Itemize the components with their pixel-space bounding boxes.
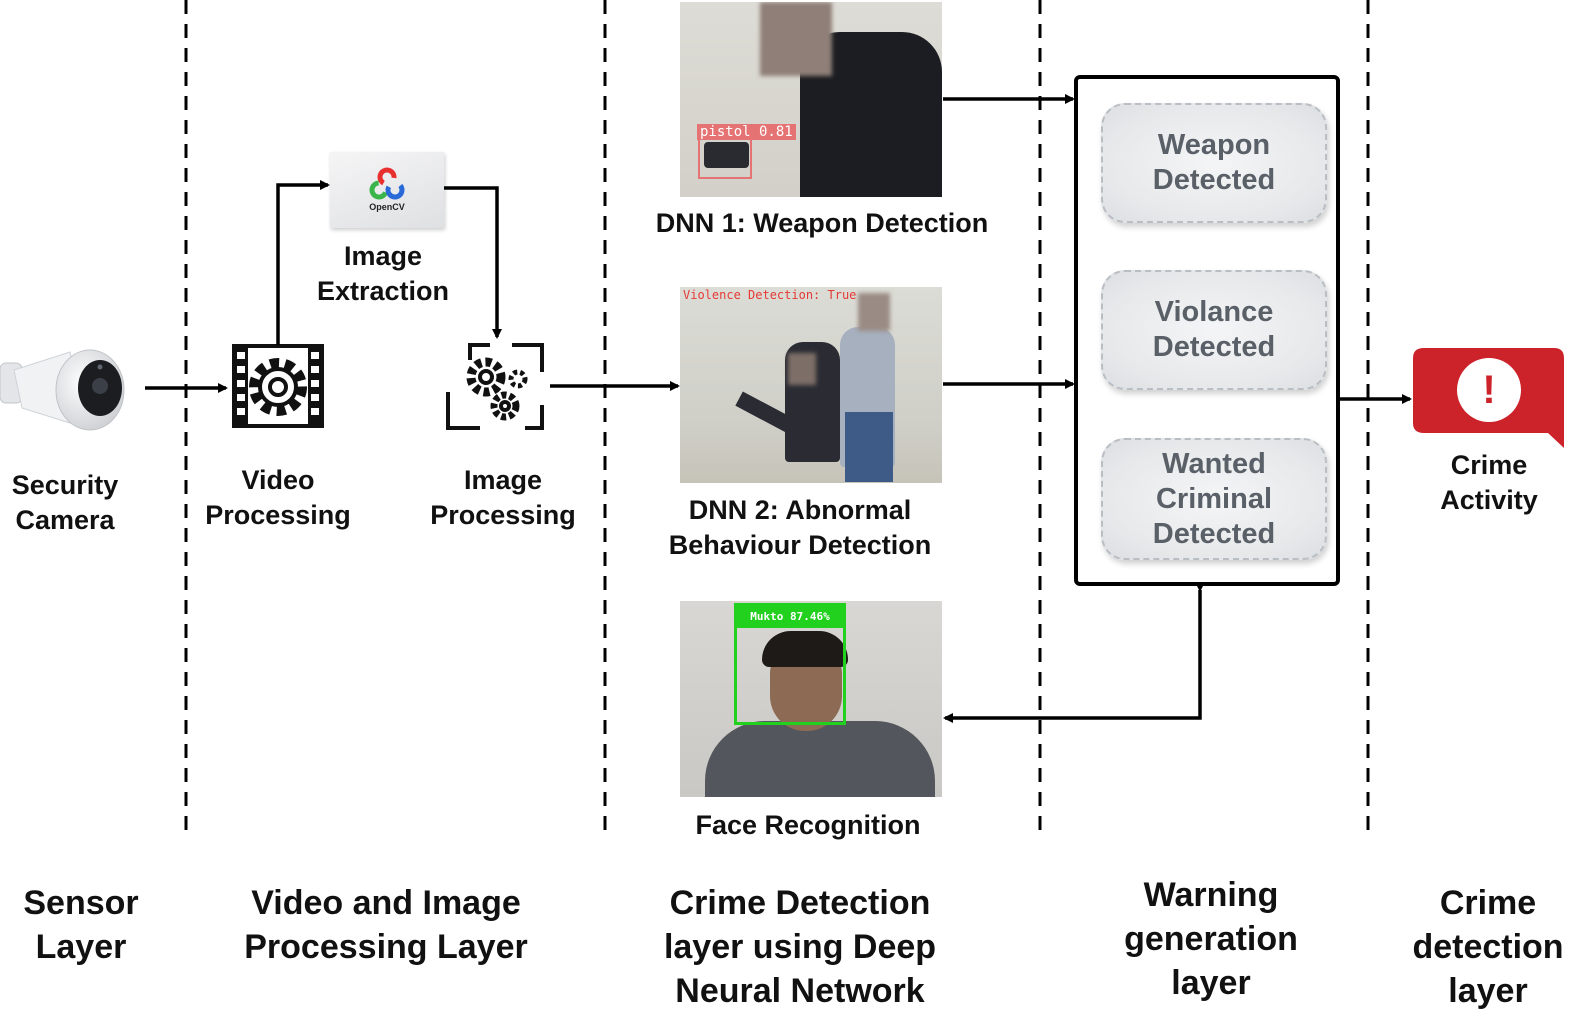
warning-violence-detected: Violance Detected — [1101, 270, 1327, 390]
video-processing-icon — [232, 344, 324, 428]
layer-title-sensor-line1: Sensor — [23, 884, 139, 922]
layer-separators — [184, 0, 1370, 835]
arrow-warning-face-bidirectional — [943, 582, 1205, 723]
face-recognition-label: Face Recognition — [695, 810, 921, 840]
dnn1-label: DNN 1: Weapon Detection — [655, 208, 989, 238]
crime-activity-label: Crime Activity — [1440, 448, 1538, 518]
layer-title-dnn-line3: Neural Network — [675, 972, 925, 1010]
opencv-logo-icon — [369, 167, 405, 200]
flow-arrows — [145, 94, 1412, 723]
image-processing-icon — [446, 343, 544, 430]
face-recognition-image: Mukto 87.46% — [680, 601, 942, 797]
layer-title-warning-line3: layer — [1171, 964, 1251, 1002]
dnn2-label: DNN 2: Abnormal Behaviour Detection — [669, 493, 932, 563]
opencv-logo-text: OpenCV — [369, 202, 405, 212]
warning-container — [1074, 75, 1340, 586]
arrow-video-to-extraction — [276, 180, 330, 345]
opencv-logo-card: OpenCV — [330, 152, 444, 228]
crime-alert-icon — [1413, 348, 1564, 448]
layer-title-warning-generation: Warning generation layer — [1124, 873, 1298, 1005]
layer-title-crime-line2: detection — [1412, 928, 1564, 966]
warning-criminal-line1: Wanted — [1162, 447, 1266, 480]
weapon-detection-image: pistol 0.81 — [680, 2, 942, 197]
video-processing-label: Video Processing — [205, 463, 351, 533]
layer-title-dnn-line2: layer using Deep — [663, 928, 937, 966]
layer-title-crime-line1: Crime — [1439, 884, 1537, 922]
warning-wanted-criminal-detected: Wanted Criminal Detected — [1101, 438, 1327, 560]
dnn2-label-line2: Behaviour Detection — [668, 530, 932, 560]
violence-overlay-label: Violence Detection: True — [683, 288, 857, 302]
image-processing-label-line1: Image — [463, 465, 543, 495]
arrow-extraction-to-processing — [444, 186, 502, 339]
warning-violence-line1: Violance — [1154, 296, 1274, 328]
image-extraction-label: Image Extraction — [317, 239, 449, 309]
image-processing-label: Image Processing — [430, 463, 576, 533]
warning-weapon-line2: Detected — [1152, 164, 1276, 196]
video-processing-label-line1: Video — [241, 465, 315, 495]
image-extraction-label-line1: Image — [343, 241, 423, 271]
layer-title-video-image-line2: Processing Layer — [244, 928, 528, 966]
weapon-overlay-label: pistol 0.81 — [697, 124, 796, 140]
warning-violence-line2: Detected — [1152, 331, 1276, 363]
warning-weapon-line1: Weapon — [1157, 129, 1271, 161]
warning-criminal-line3: Detected — [1152, 517, 1276, 550]
image-extraction-label-line2: Extraction — [316, 276, 450, 306]
violence-detection-image: Violence Detection: True — [680, 287, 942, 483]
layer-title-crime-detection: Crime detection layer — [1412, 881, 1563, 1013]
layer-title-dnn-line1: Crime Detection — [669, 884, 931, 922]
layer-title-video-image-line1: Video and Image — [251, 884, 521, 922]
dnn2-label-line1: DNN 2: Abnormal — [688, 495, 912, 525]
security-camera-label-line1: Security — [11, 470, 119, 500]
security-camera-label: Security Camera — [12, 468, 119, 538]
layer-title-warning-line1: Warning — [1143, 876, 1279, 914]
layer-title-crime-detection-dnn: Crime Detection layer using Deep Neural … — [664, 881, 936, 1013]
image-processing-label-line2: Processing — [430, 500, 576, 530]
layer-title-crime-line3: layer — [1448, 972, 1528, 1010]
crime-activity-label-line1: Crime — [1450, 450, 1528, 480]
warning-criminal-line2: Criminal — [1155, 482, 1273, 515]
face-overlay-label: Mukto 87.46% — [737, 606, 843, 628]
security-camera-icon — [0, 349, 125, 431]
layer-title-video-image: Video and Image Processing Layer — [244, 881, 527, 969]
crime-activity-label-line2: Activity — [1440, 485, 1538, 515]
warning-weapon-detected: Weapon Detected — [1101, 103, 1327, 223]
crime-alert-exclamation: ! — [1482, 368, 1496, 412]
security-camera-label-line2: Camera — [15, 505, 115, 535]
layer-title-sensor-line2: Layer — [35, 928, 127, 966]
face-bounding-box — [734, 603, 846, 725]
video-processing-label-line2: Processing — [205, 500, 351, 530]
layer-title-sensor: Sensor Layer — [23, 881, 138, 969]
layer-title-warning-line2: generation — [1124, 920, 1298, 958]
